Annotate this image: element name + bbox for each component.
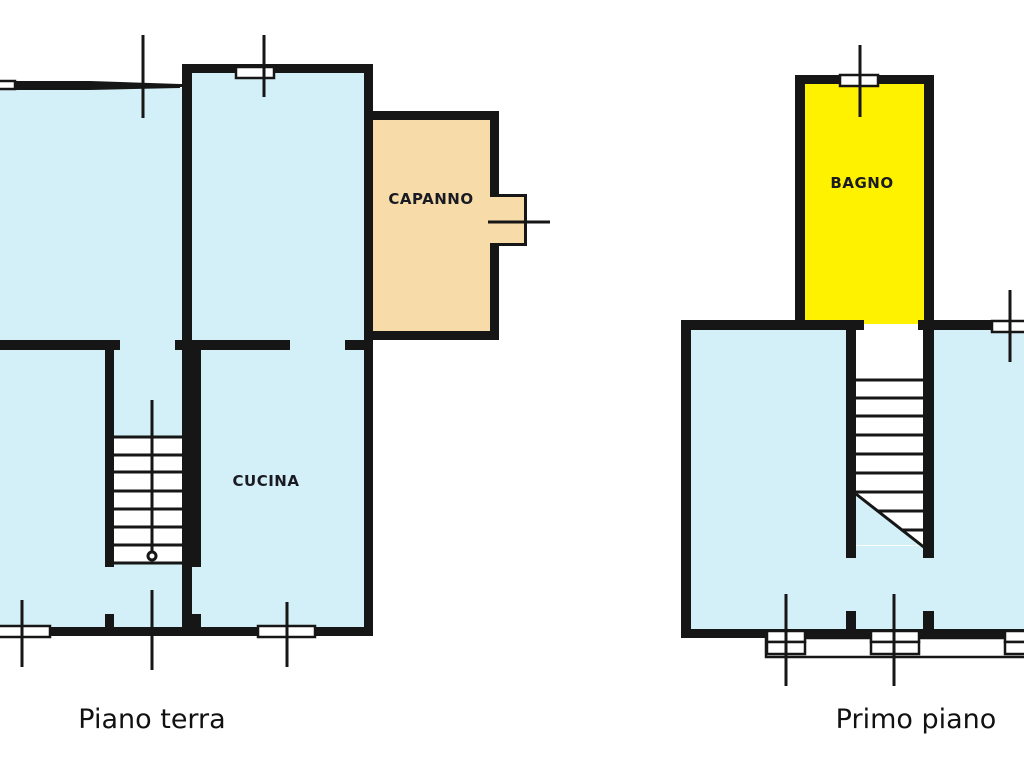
- room-label-capanno: CAPANNO: [388, 190, 473, 208]
- first-opening-markers: [784, 45, 1012, 686]
- bagno-room: [803, 82, 927, 324]
- ground-floor-middle-area: [190, 70, 368, 632]
- stair-start-marker: [146, 550, 158, 562]
- first-floor-title: Primo piano: [836, 704, 997, 735]
- ground-floor-walls: [0, 64, 527, 636]
- capanno-room: [370, 115, 495, 337]
- first-floor-plan: BAGNO Primo piano: [681, 45, 1024, 735]
- room-label-cucina: CUCINA: [233, 472, 300, 490]
- ground-floor-plan: CAPANNO CUCINA Piano terra: [0, 35, 550, 735]
- ground-floor-title: Piano terra: [78, 704, 225, 735]
- room-label-bagno: BAGNO: [830, 174, 893, 192]
- first-stair-treads: [855, 378, 926, 550]
- ground-stair-treads: [113, 400, 192, 565]
- ground-opening-markers: [20, 35, 550, 670]
